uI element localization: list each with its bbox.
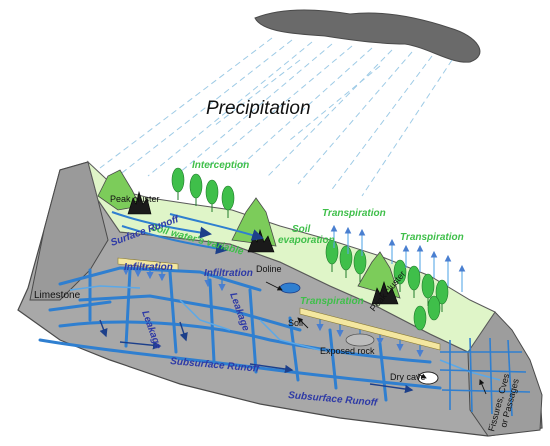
doline-marker xyxy=(279,282,301,294)
label-soil-evaporation-1: Soil xyxy=(292,224,311,235)
label-infiltration-2: Infiltration xyxy=(204,268,253,279)
right-cliff xyxy=(467,311,543,437)
label-soil: Soil xyxy=(288,318,303,328)
label-interception: Interception xyxy=(192,160,249,171)
label-dry-cave: Dry cave xyxy=(390,372,426,382)
label-limestone: Limestone xyxy=(34,290,81,301)
exposed-rock-marker xyxy=(345,333,375,347)
label-doline: Doline xyxy=(256,264,282,274)
label-transpiration-1: Transpiration xyxy=(322,208,386,219)
fissure-grid xyxy=(439,337,531,417)
label-peak-cluster-1: Peak cluster xyxy=(110,194,160,204)
subsurface-arrows xyxy=(99,319,414,394)
underground-channels xyxy=(38,266,442,402)
rain-lines xyxy=(99,37,453,197)
label-transpiration-2: Transpiration xyxy=(400,232,464,243)
pointer-arrows xyxy=(265,281,487,395)
label-exposed-rock: Exposed rock xyxy=(320,346,375,356)
label-precipitation: Precipitation xyxy=(206,98,311,119)
cloud xyxy=(254,9,481,63)
label-soil-evaporation-2: evaporation xyxy=(278,235,335,246)
green-peaks xyxy=(97,169,401,299)
tree-trunks xyxy=(177,192,443,312)
surface-runoff-arrows xyxy=(111,211,264,255)
top-surface xyxy=(87,160,496,353)
transpiration-arrows xyxy=(330,224,466,292)
label-infiltration-1: Infiltration xyxy=(124,262,173,273)
label-transpiration-3: Transpiration xyxy=(300,296,364,307)
